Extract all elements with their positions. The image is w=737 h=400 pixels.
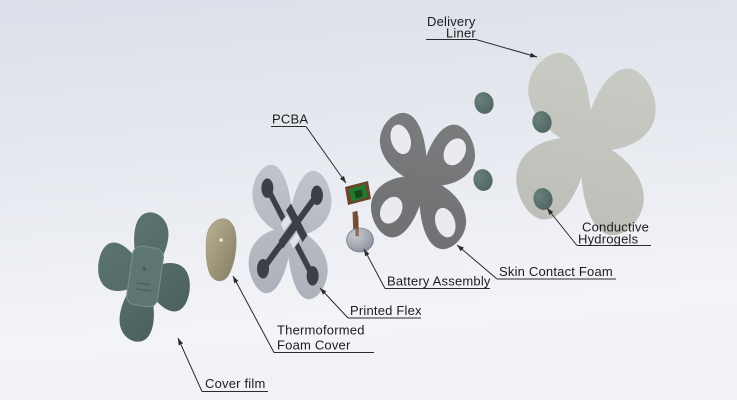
flex-cutout: [280, 215, 291, 231]
delivery-liner-leader: [475, 39, 538, 58]
cover-film-label-bump: [126, 245, 164, 308]
bump-mark: [136, 282, 151, 286]
foam-hole: [434, 207, 456, 238]
foam-hole: [443, 138, 467, 166]
delivery-liner-label-line2: Liner: [446, 26, 476, 41]
flex-pad: [306, 266, 319, 286]
foam-cover-leader: [232, 275, 275, 353]
conductive-hydrogels-group: [473, 92, 553, 210]
foam-cover-dot: [219, 238, 223, 242]
hydrogel-disc: [473, 169, 493, 191]
foam-hole: [390, 124, 412, 155]
flex-center-bar: [278, 215, 302, 249]
hydrogel-disc: [533, 188, 553, 210]
pcba-label: PCBA: [272, 112, 308, 127]
skin-contact-foam-part: [342, 75, 504, 287]
foam-hole: [379, 196, 403, 224]
foam-cover-label-line2: Foam Cover: [277, 338, 351, 353]
battery-label: Battery Assembly: [387, 274, 491, 289]
hydrogel-disc: [532, 111, 552, 133]
foam-cover-label-line1: Thermoformed: [277, 323, 365, 338]
delivery-liner-label-line1: Delivery: [427, 14, 476, 29]
hydrogels-label-line1: Conductive: [582, 220, 649, 235]
thermoformed-foam-cover-part: [205, 218, 237, 282]
printed-flex-part: [222, 122, 358, 342]
bump-outline: [126, 245, 164, 308]
battery-assembly-part: [346, 211, 374, 253]
bump-mark: [142, 266, 147, 271]
label-underlines: [202, 39, 651, 392]
cover-film-label: Cover film: [205, 376, 266, 391]
labels: Delivery Liner PCBA Conductive Hydrogels…: [205, 14, 649, 391]
pcba-part: [345, 181, 371, 205]
pcba-leader: [305, 126, 347, 184]
cover-film-leader: [177, 337, 203, 392]
battery-leader: [363, 248, 386, 289]
hydrogels-label-line2: Hydrogels: [578, 232, 639, 247]
pcba-chip: [354, 189, 363, 199]
battery-tab-face: [355, 215, 359, 237]
liner-attach-point: [537, 56, 541, 60]
flex-pad: [261, 178, 274, 198]
flex-cutout: [289, 232, 300, 249]
skin-foam-label: Skin Contact Foam: [499, 264, 613, 279]
bump-mark: [136, 288, 152, 292]
hydrogel-disc: [474, 92, 494, 114]
skin-foam-leader: [456, 244, 498, 280]
battery-cell: [346, 227, 374, 253]
flex-pad: [257, 259, 270, 279]
hydrogels-leader: [546, 207, 578, 246]
foam-cover-body: [205, 218, 237, 282]
flex-pad: [310, 185, 323, 205]
printed-flex-label: Printed Flex: [350, 303, 422, 318]
printed-flex-leader: [319, 287, 349, 319]
leader-lines: [177, 39, 578, 392]
